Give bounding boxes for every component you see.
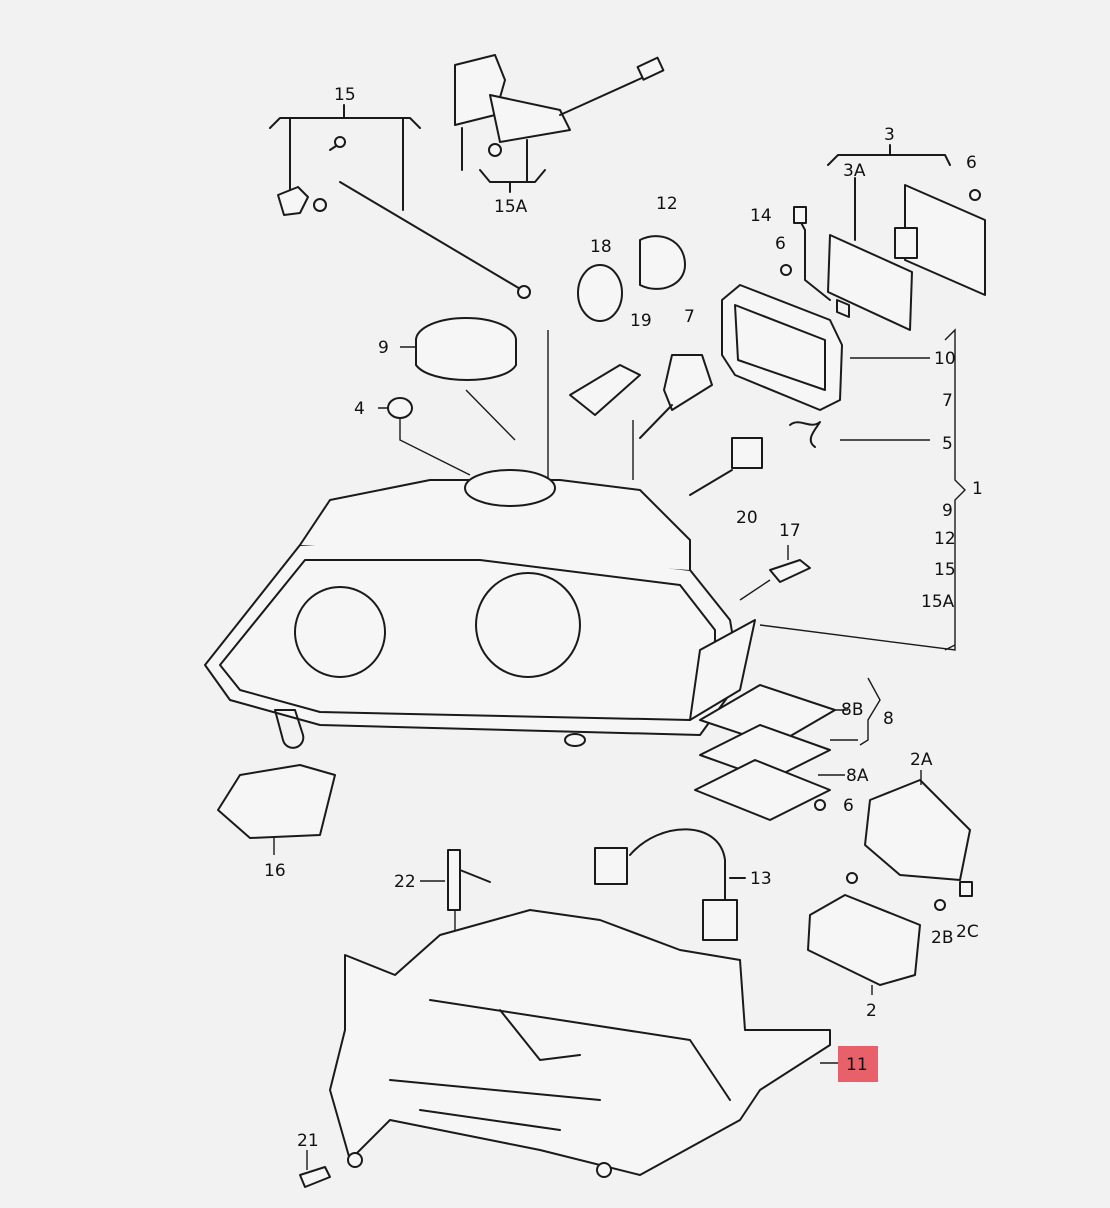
callout-15[interactable]: 15 — [334, 85, 356, 105]
callout-6[interactable]: 6 — [843, 796, 854, 816]
callout-2B[interactable]: 2B — [931, 928, 953, 948]
callout-2C[interactable]: 2C — [956, 922, 979, 942]
headlight-assembly-1 — [204, 328, 966, 749]
callout-10[interactable]: 10 — [934, 349, 956, 369]
callout-6[interactable]: 6 — [775, 234, 786, 254]
callout-8A[interactable]: 8A — [846, 766, 869, 786]
ballast-2 — [807, 770, 973, 995]
callout-20[interactable]: 20 — [736, 508, 758, 528]
harness-13 — [420, 828, 746, 945]
callout-3A[interactable]: 3A — [843, 161, 866, 181]
callout-5[interactable]: 5 — [942, 434, 953, 454]
gasket-set-8 — [694, 677, 881, 821]
callout-1[interactable]: 1 — [972, 479, 983, 499]
callout-7[interactable]: 7 — [684, 307, 695, 327]
bracket-15 — [269, 104, 531, 299]
bulbs — [547, 235, 811, 601]
cover-16 — [217, 764, 336, 839]
lower-housing-11 — [299, 909, 840, 1188]
callout-16[interactable]: 16 — [264, 861, 286, 881]
callout-14[interactable]: 14 — [750, 206, 772, 226]
callout-12[interactable]: 12 — [656, 194, 678, 214]
callout-9[interactable]: 9 — [942, 501, 953, 521]
callout-2A[interactable]: 2A — [910, 750, 933, 770]
callout-15[interactable]: 15 — [934, 560, 956, 580]
callout-9[interactable]: 9 — [378, 338, 389, 358]
cap-9 — [378, 317, 517, 476]
highlighted-callout-box — [838, 1046, 878, 1082]
callout-21[interactable]: 21 — [297, 1131, 319, 1151]
callout-12[interactable]: 12 — [934, 529, 956, 549]
callout-13[interactable]: 13 — [750, 869, 772, 889]
callout-17[interactable]: 17 — [779, 521, 801, 541]
adjuster-15A — [454, 54, 665, 193]
callout-2[interactable]: 2 — [866, 1001, 877, 1021]
callout-22[interactable]: 22 — [394, 872, 416, 892]
callout-11-highlighted[interactable]: 11 — [846, 1055, 868, 1075]
callout-8B[interactable]: 8B — [841, 700, 863, 720]
control-module-3 — [780, 144, 986, 331]
callout-18[interactable]: 18 — [590, 237, 612, 257]
callout-15A[interactable]: 15A — [921, 592, 955, 612]
callout-19[interactable]: 19 — [630, 311, 652, 331]
callout-labels: 15 15A 3 3A 6 14 6 12 18 9 19 7 10 7 4 5… — [264, 85, 983, 1151]
callout-4[interactable]: 4 — [354, 399, 365, 419]
callout-6[interactable]: 6 — [966, 153, 977, 173]
callout-3[interactable]: 3 — [884, 125, 895, 145]
callout-8[interactable]: 8 — [883, 709, 894, 729]
callout-7[interactable]: 7 — [942, 391, 953, 411]
gasket-10 — [721, 284, 930, 448]
callout-15A[interactable]: 15A — [494, 197, 528, 217]
